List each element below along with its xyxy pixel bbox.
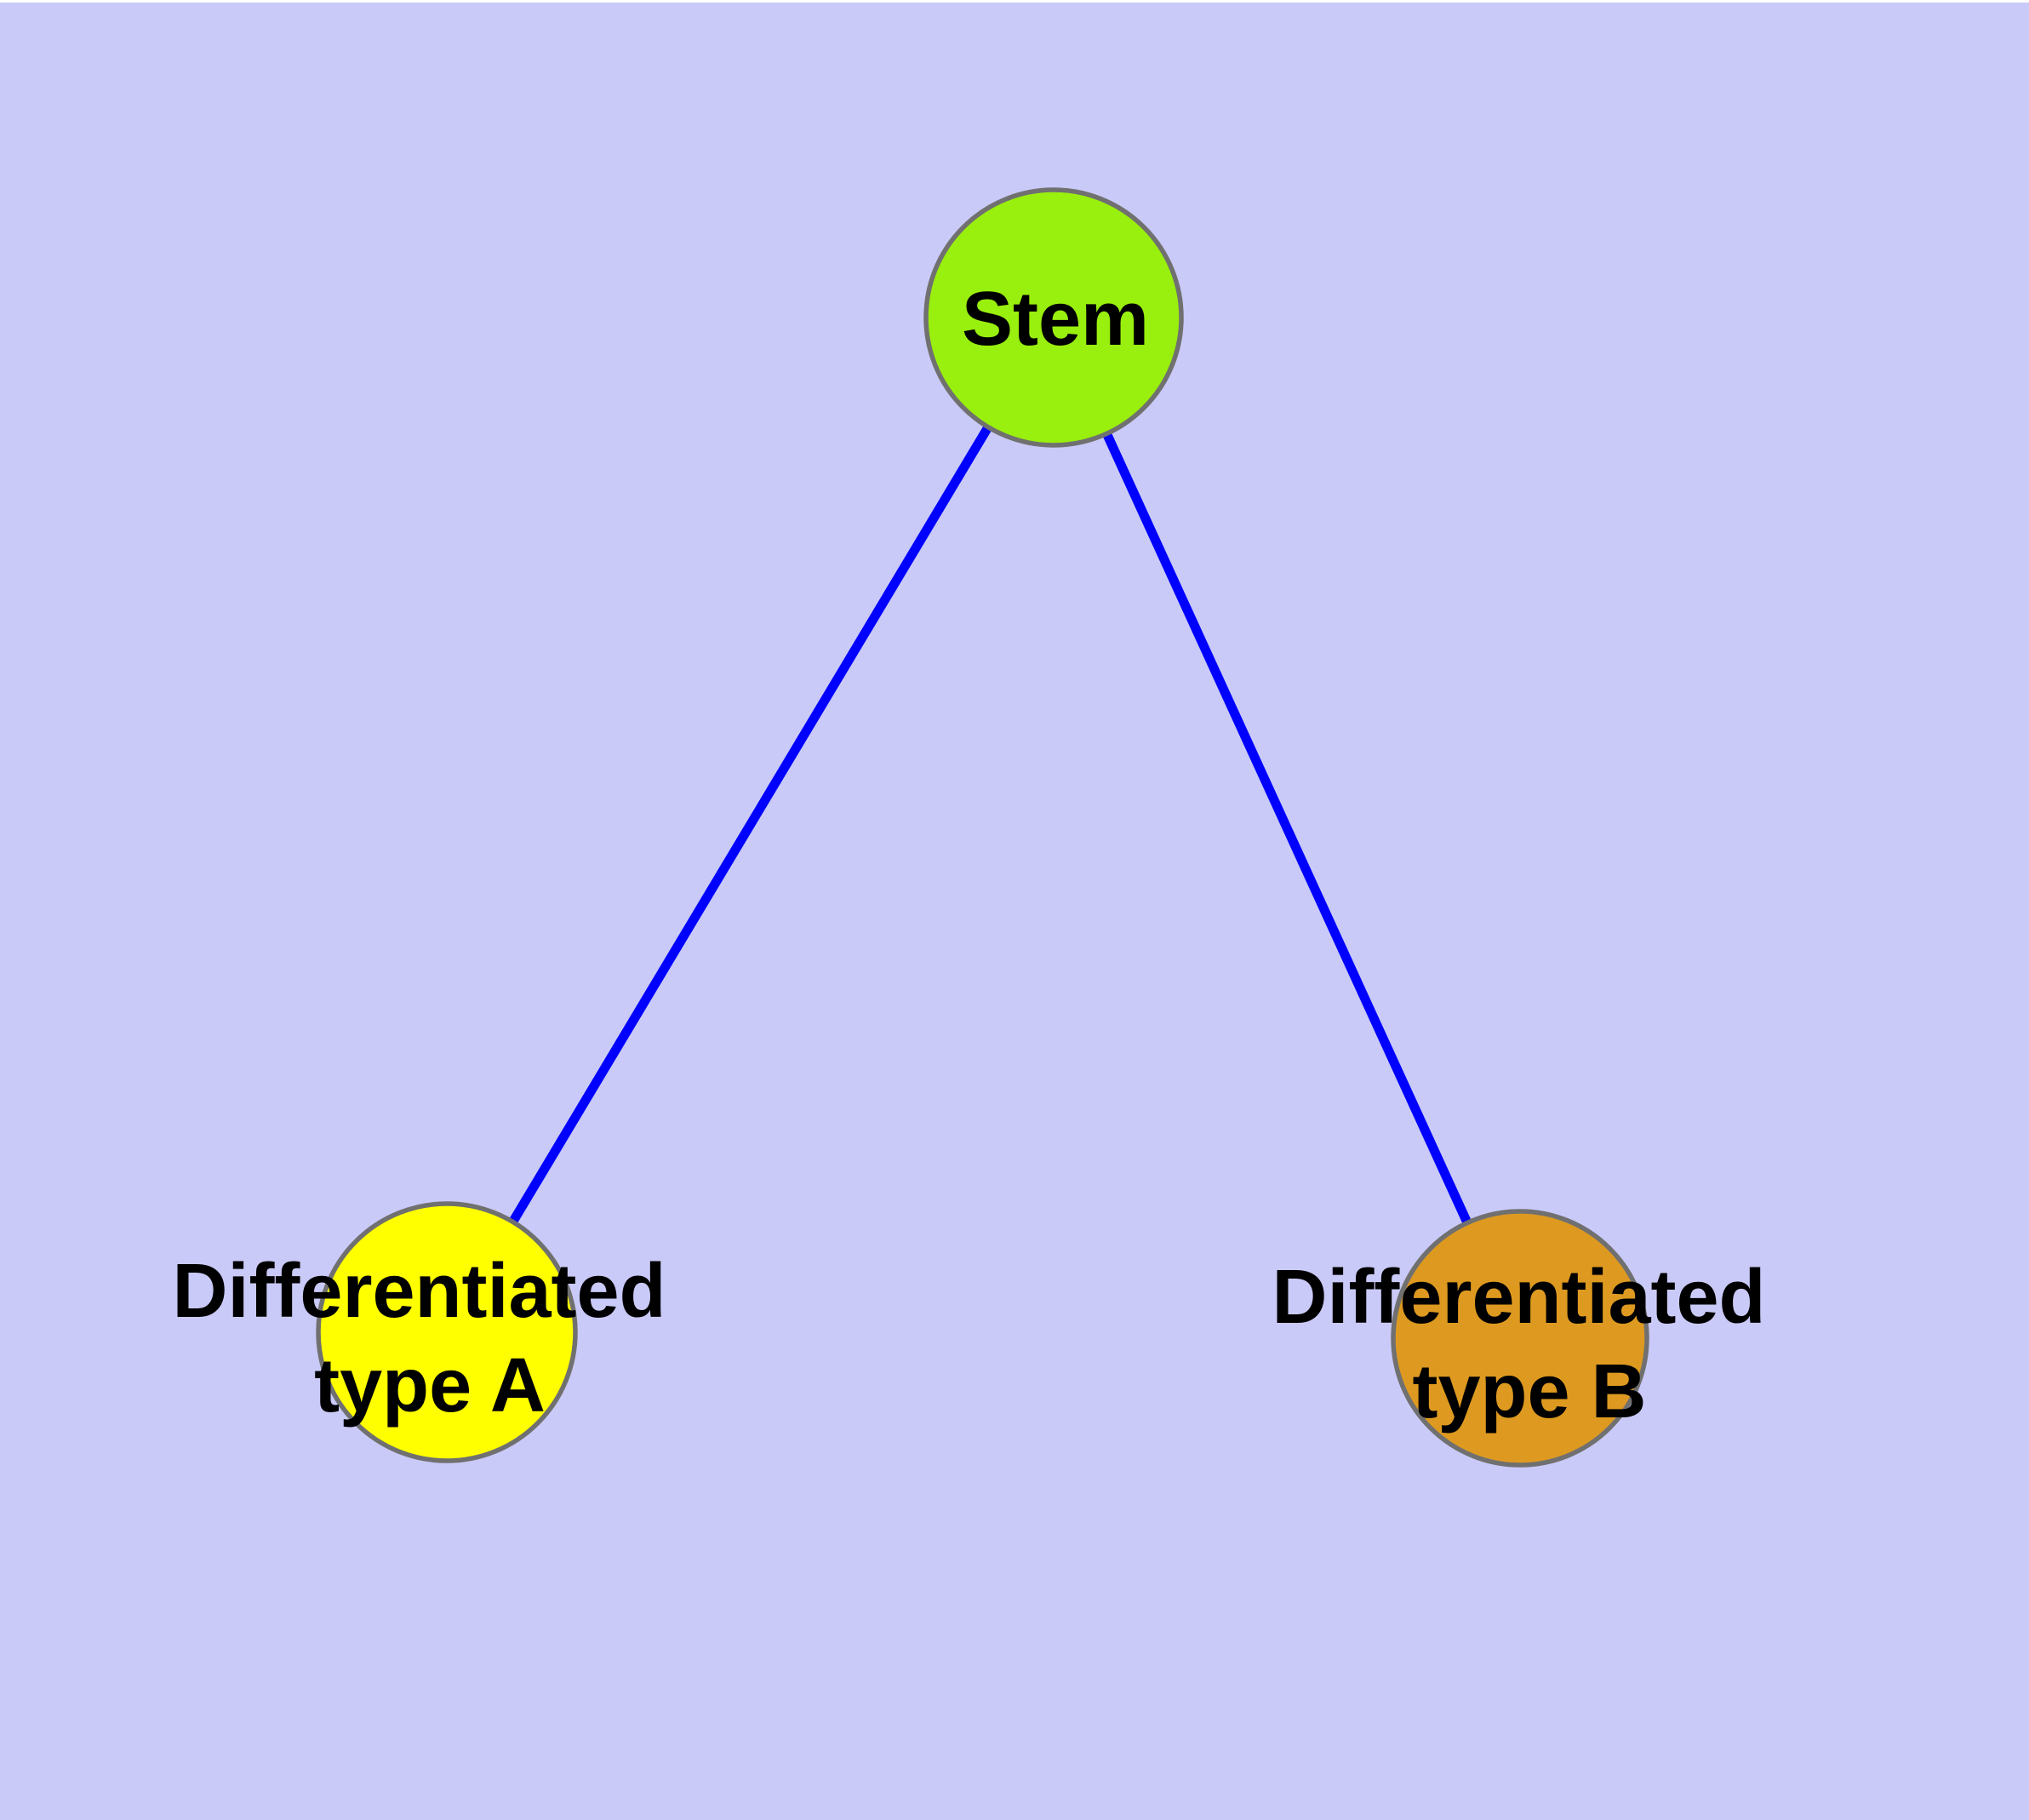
node-type-a-circle <box>316 1201 578 1463</box>
node-type-b-label: Differentiated type B <box>1272 1255 1786 1434</box>
edge-stem-to-type-b <box>1049 315 1525 1341</box>
node-type-a-label: Differentiated type A <box>172 1249 687 1428</box>
node-type-b-circle <box>1391 1209 1649 1468</box>
top-edge-strip <box>0 0 2029 3</box>
node-stem-label: Stem <box>962 277 1149 362</box>
edge-layer <box>443 315 1525 1341</box>
edge-stem-to-type-a <box>443 315 1058 1335</box>
node-type-b-label-line1: Differentiated <box>1272 1255 1765 1340</box>
node-type-a-label-line2: type A <box>314 1343 546 1428</box>
node-layer <box>316 187 1649 1468</box>
node-stem-circle <box>923 187 1184 448</box>
node-type-b-label-line2: type B <box>1412 1349 1646 1434</box>
label-layer: Stem Differentiated type A Differentiate… <box>172 277 1786 1434</box>
node-type-a-label-line1: Differentiated <box>172 1249 666 1334</box>
